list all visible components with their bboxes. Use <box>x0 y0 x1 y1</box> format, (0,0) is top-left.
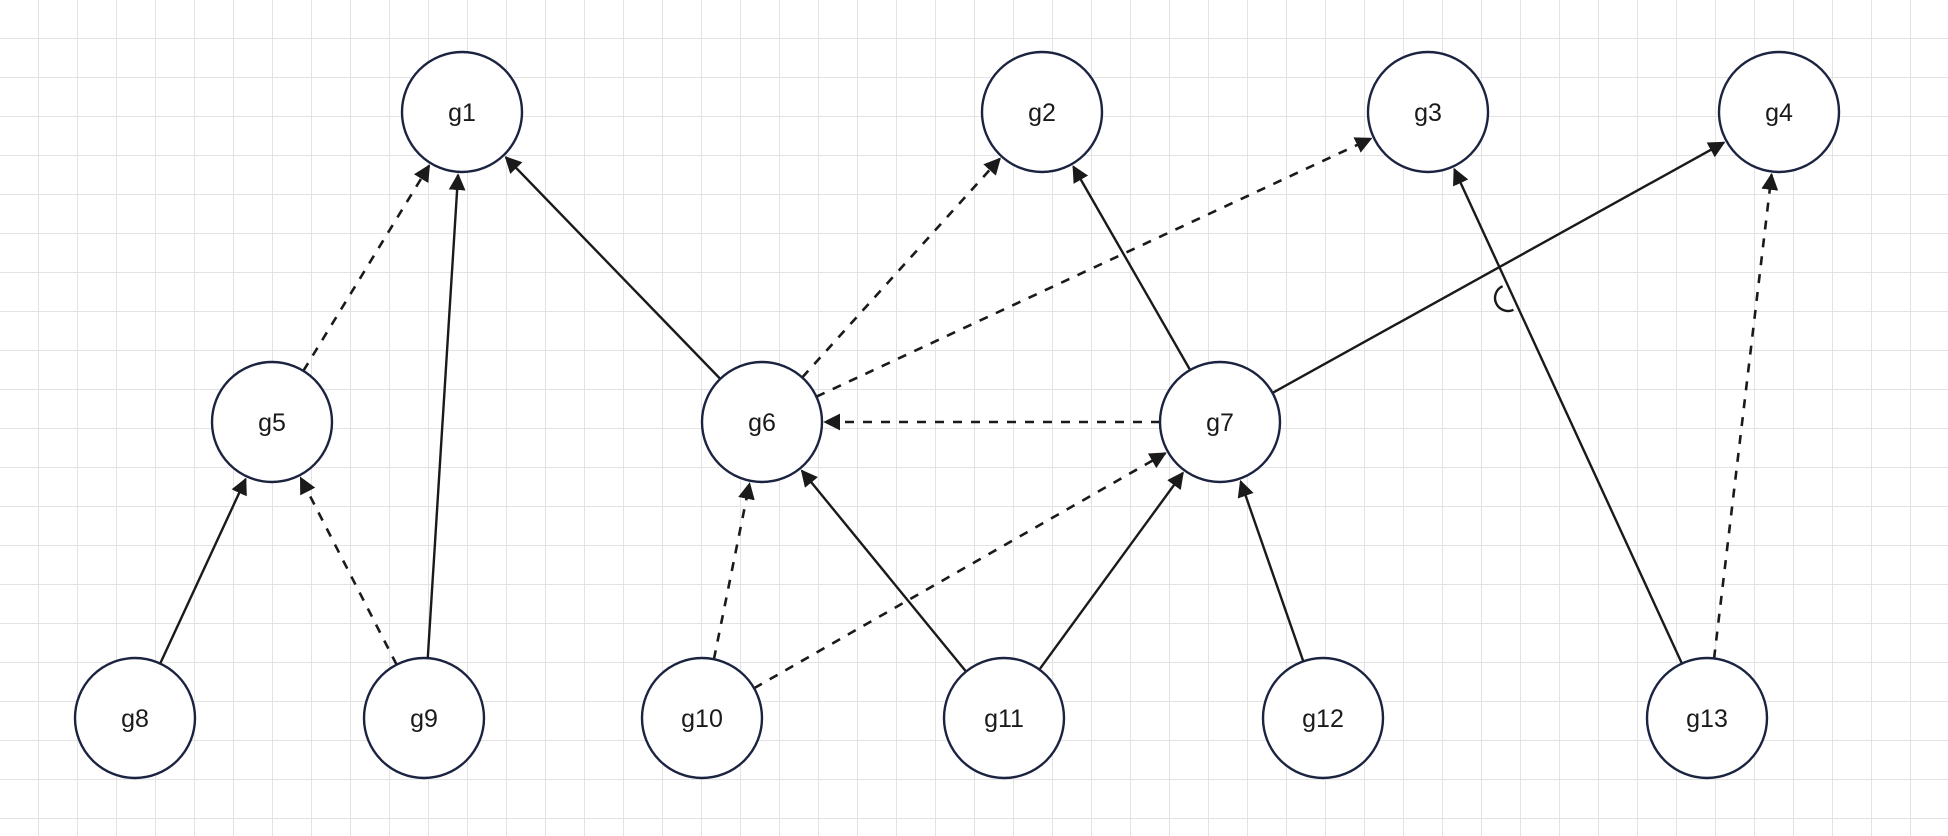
edge-hop-arc <box>1493 285 1514 313</box>
node-label-g1: g1 <box>448 99 476 127</box>
node-label-g12: g12 <box>1302 705 1344 733</box>
edges-layer <box>159 137 1779 690</box>
node-g1[interactable]: g1 <box>400 50 524 174</box>
edge-g13-to-g4[interactable] <box>1712 172 1779 659</box>
node-label-g9: g9 <box>410 705 438 733</box>
node-g2[interactable]: g2 <box>980 50 1104 174</box>
node-circle-g10[interactable] <box>640 656 764 780</box>
edge-g6-to-g3[interactable] <box>815 137 1373 398</box>
node-label-g10: g10 <box>681 705 723 733</box>
node-label-g8: g8 <box>121 705 149 733</box>
edge-g9-to-g1[interactable] <box>426 173 466 659</box>
node-g13[interactable]: g13 <box>1645 656 1769 780</box>
edge-g6-to-g1[interactable] <box>504 156 722 380</box>
edge-g8-to-g5[interactable] <box>159 477 247 665</box>
edge-g5-to-g1[interactable] <box>302 164 431 372</box>
node-label-g5: g5 <box>258 409 286 437</box>
edge-g10-to-g6[interactable] <box>712 482 755 660</box>
node-label-g4: g4 <box>1765 99 1793 127</box>
node-label-g7: g7 <box>1206 409 1234 437</box>
node-label-g2: g2 <box>1028 99 1056 127</box>
node-circle-g7[interactable] <box>1158 360 1282 484</box>
node-g8[interactable]: g8 <box>73 656 197 780</box>
nodes-layer: g1 g2 g3 g4 g5 g6 g7 g8 g9 g10 g11 g12 g13 <box>73 50 1841 780</box>
node-g6[interactable]: g6 <box>700 360 824 484</box>
node-circle-g1[interactable] <box>400 50 524 174</box>
node-label-g3: g3 <box>1414 99 1442 127</box>
edge-crossing-hop <box>1493 284 1517 313</box>
edge-g10-to-g7[interactable] <box>753 452 1167 690</box>
node-g12[interactable]: g12 <box>1261 656 1385 780</box>
node-circle-g5[interactable] <box>210 360 334 484</box>
node-circle-g12[interactable] <box>1261 656 1385 780</box>
node-g5[interactable]: g5 <box>210 360 334 484</box>
node-label-g13: g13 <box>1686 705 1728 733</box>
edge-g11-to-g6[interactable] <box>800 469 967 673</box>
node-circle-g11[interactable] <box>942 656 1066 780</box>
edge-g9-to-g5[interactable] <box>299 476 398 666</box>
node-g10[interactable]: g10 <box>640 656 764 780</box>
edge-g6-to-g2[interactable] <box>801 157 1001 379</box>
node-circle-g13[interactable] <box>1645 656 1769 780</box>
edge-g7-to-g2[interactable] <box>1072 165 1192 371</box>
node-circle-g6[interactable] <box>700 360 824 484</box>
node-circle-g4[interactable] <box>1717 50 1841 174</box>
edge-g11-to-g7[interactable] <box>1038 471 1184 671</box>
node-g4[interactable]: g4 <box>1717 50 1841 174</box>
node-circle-g2[interactable] <box>980 50 1104 174</box>
node-circle-g9[interactable] <box>362 656 486 780</box>
edge-g7-to-g4[interactable] <box>1271 141 1726 394</box>
node-label-g11: g11 <box>984 705 1024 733</box>
edge-g12-to-g7[interactable] <box>1237 479 1305 662</box>
node-label-g6: g6 <box>748 409 776 437</box>
node-g9[interactable]: g9 <box>362 656 486 780</box>
node-circle-g8[interactable] <box>73 656 197 780</box>
node-circle-g3[interactable] <box>1366 50 1490 174</box>
node-g11[interactable]: g11 <box>942 656 1066 780</box>
edge-g13-to-g3[interactable] <box>1453 167 1684 665</box>
node-g3[interactable]: g3 <box>1366 50 1490 174</box>
node-g7[interactable]: g7 <box>1158 360 1282 484</box>
